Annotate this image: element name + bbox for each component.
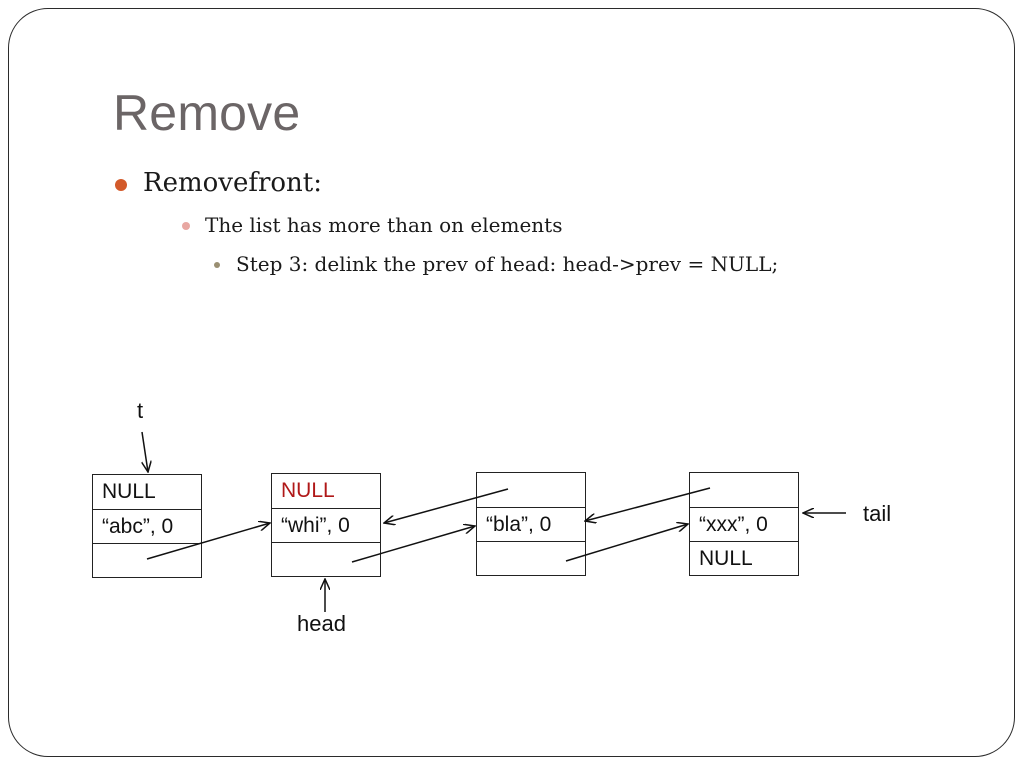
arrow-next-abc-to-whi (146, 523, 270, 560)
slide-title: Remove (113, 85, 301, 141)
arrow-next-whi-to-bla (351, 526, 475, 563)
node-next-field (93, 543, 201, 577)
node-value-field: “xxx”, 0 (690, 507, 798, 541)
slide-frame (8, 8, 1015, 757)
node-value-field: “bla”, 0 (477, 507, 585, 541)
node-prev-field: NULL (281, 479, 335, 502)
node-value-field: “whi”, 0 (272, 508, 380, 542)
bullet-level-1: Removefront: (143, 168, 323, 198)
node-next-field (272, 542, 380, 576)
arrow-t-pointer (141, 431, 148, 472)
node-prev-field: NULL (102, 480, 156, 503)
arrow-prev-xxx-to-bla (585, 487, 711, 521)
bullet-level-2: The list has more than on elements (205, 213, 563, 237)
bullet-level-3: Step 3: delink the prev of head: head->p… (236, 252, 779, 276)
node-next-field: NULL (690, 541, 798, 575)
node-next-field (477, 541, 585, 575)
node-value-field: “abc”, 0 (93, 509, 201, 543)
list-node-bla: “bla”, 0 (476, 472, 586, 576)
bullet-dot-level-3 (214, 262, 220, 268)
bullet-dot-level-2 (182, 222, 190, 230)
arrow-prev-bla-to-whi (384, 488, 509, 523)
pointer-label-tail: tail (863, 501, 892, 526)
list-node-abc: NULL “abc”, 0 (92, 474, 202, 578)
arrow-next-bla-to-xxx (565, 524, 688, 562)
list-node-whi: NULL “whi”, 0 (271, 473, 381, 577)
pointer-label-head: head (297, 611, 346, 636)
pointer-label-t: t (137, 398, 144, 423)
bullet-dot-level-1 (115, 179, 127, 191)
